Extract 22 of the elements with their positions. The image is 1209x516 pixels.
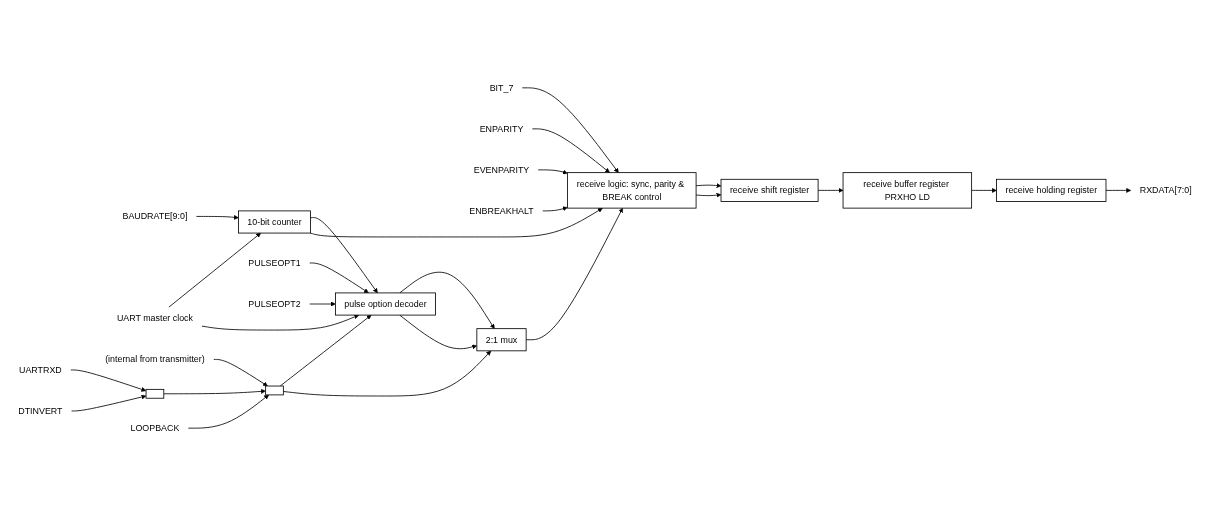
node-text: DTINVERT <box>17 405 62 416</box>
node-box <box>145 388 164 399</box>
node-text: UART master clock <box>116 313 193 323</box>
node-text: PULSEOPT1 <box>247 258 301 268</box>
node-text: ENBREAKHALT <box>468 205 534 216</box>
node-text: PULSEOPT2 <box>247 299 301 309</box>
node-text: LOOPBACK <box>130 423 179 433</box>
node-box: pulse option decoder <box>334 292 436 316</box>
node-text: UARTRXD <box>18 364 62 375</box>
node-box <box>264 385 284 396</box>
node-box: 2:1 mux <box>475 328 527 352</box>
node-text: BAUDRATE[9:0] <box>121 211 187 221</box>
node-box: receive shift register <box>720 178 818 202</box>
node-text: ENPARITY <box>479 123 523 134</box>
node-box: receive logic: sync, parity & BREAK control <box>566 172 696 209</box>
node-box: receive holding register <box>995 178 1106 202</box>
node-box: receive buffer register PRXHO LD <box>842 172 972 209</box>
node-box: 10-bit counter <box>237 210 311 234</box>
node-text: (internal from transmitter) <box>104 354 205 364</box>
node-text: EVENPARITY <box>473 164 529 175</box>
node-text: RXDATA[7:0] <box>1139 185 1192 195</box>
node-text: BIT_7 <box>489 82 513 93</box>
